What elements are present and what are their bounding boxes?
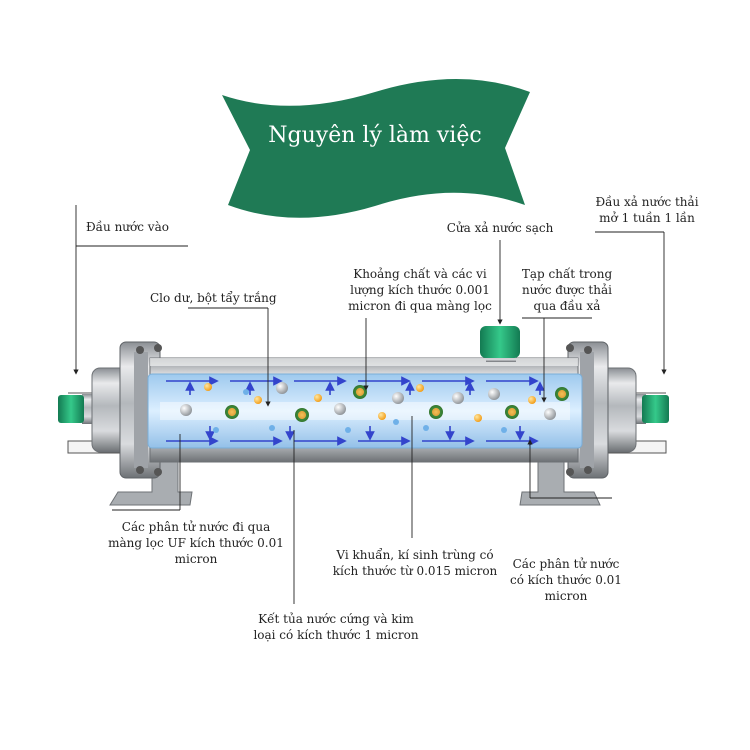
- label-clean-outlet: Cửa xả nước sạch: [446, 221, 554, 235]
- label-water-molecules: Các phân tử nước có kích thước 0.01 micr…: [510, 557, 622, 603]
- label-water-molecules-uf: Các phân tử nước đi qua màng lọc UF kích…: [108, 520, 284, 566]
- clean-water-outlet: [480, 326, 520, 362]
- particles: [180, 382, 569, 433]
- title-banner: [222, 79, 530, 218]
- label-water-inlet: Đầu nước vào: [86, 220, 169, 234]
- label-impurities: Tạp chất trong nước được thải qua đầu xả: [521, 267, 613, 313]
- uf-membrane-core: [147, 373, 583, 449]
- label-chlorine: Clo dư, bột tẩy trắng: [150, 291, 277, 305]
- page-title: Nguyên lý làm việc: [268, 123, 482, 148]
- label-bacteria: Vi khuẩn, kí sinh trùng có kích thước từ…: [332, 548, 498, 578]
- flow-arrows: [166, 376, 545, 446]
- label-sediment: Kết tủa nước cứng và kim loại có kích th…: [253, 612, 419, 642]
- leader-lines: [73, 205, 667, 604]
- label-minerals: Khoảng chất và các vi lượng kích thước 0…: [348, 267, 492, 313]
- label-drain-outlet: Đầu xả nước thải mở 1 tuần 1 lần: [595, 195, 699, 225]
